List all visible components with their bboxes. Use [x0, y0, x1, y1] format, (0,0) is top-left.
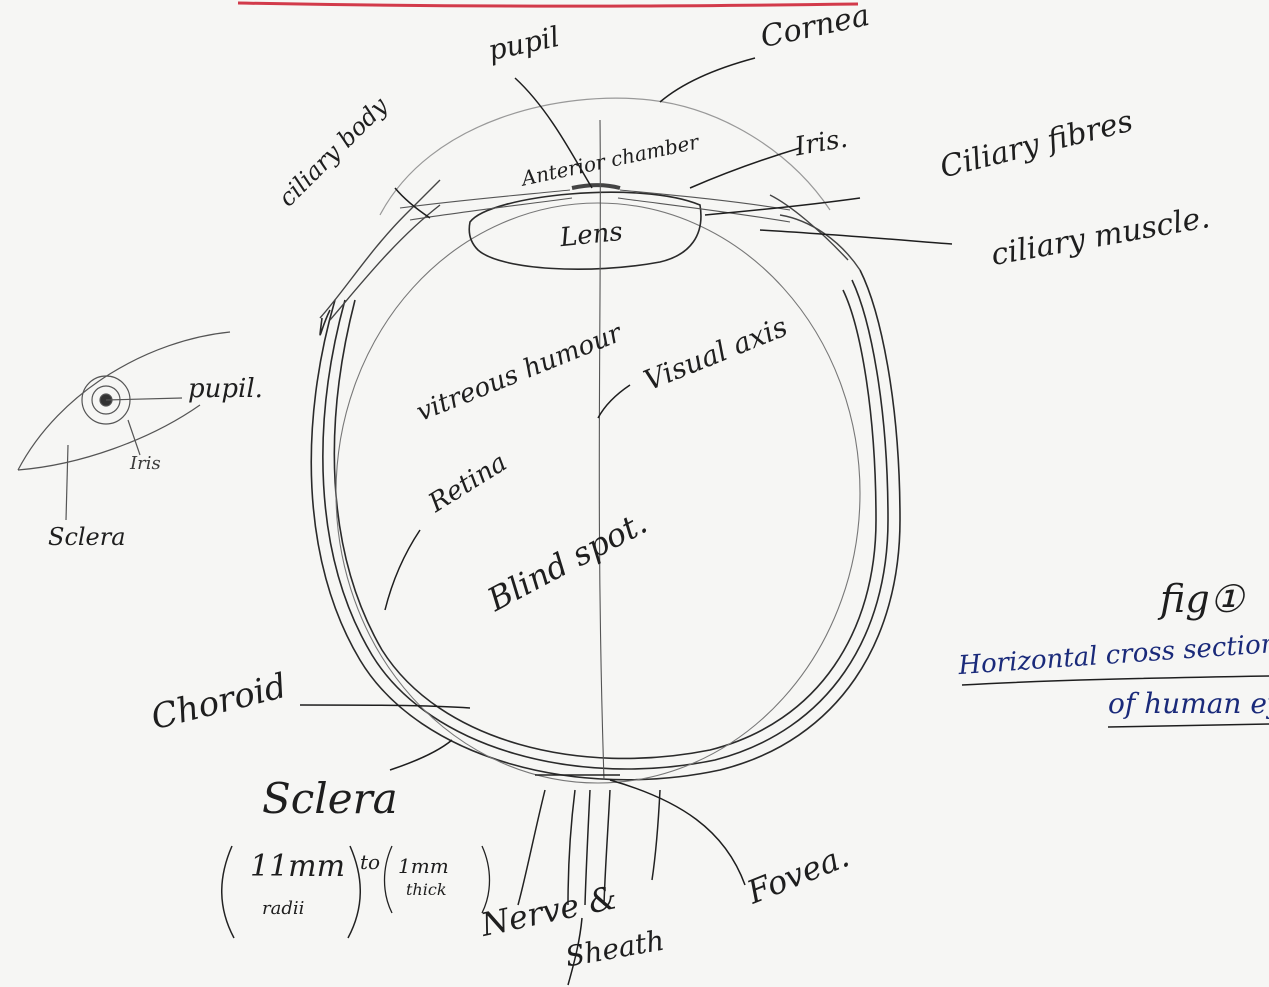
leader-visual-axis	[598, 385, 630, 418]
leader-ciliary-body	[395, 188, 430, 218]
leader-retina	[385, 530, 420, 610]
front-view-eye	[18, 332, 230, 520]
leader-cornea	[660, 58, 755, 102]
leader-ciliary-muscle	[760, 230, 952, 244]
label-pupil-small: pupil.	[188, 376, 263, 402]
label-iris-small: Iris	[130, 455, 161, 473]
label-fig-number: fig①	[1160, 580, 1244, 618]
caption-underline-2	[1108, 724, 1269, 727]
sclera-dimensions: 11mm radii to 1mm thick	[220, 838, 520, 948]
leader-choroid	[300, 705, 470, 708]
leader-iris	[690, 148, 800, 188]
label-lens: Lens	[559, 219, 624, 251]
sclera-dimension-brackets	[220, 838, 520, 948]
label-caption-2: of human eye	[1108, 690, 1269, 718]
pupil-gap	[572, 185, 620, 188]
leader-ciliary-fibres	[705, 198, 860, 215]
leader-sclera	[390, 740, 452, 770]
label-sclera-small: Sclera	[48, 525, 126, 549]
title-underline	[238, 3, 858, 6]
iris-lines	[400, 190, 790, 222]
vitreous-chamber	[336, 203, 860, 783]
label-sclera: Sclera	[262, 778, 398, 820]
leader-fovea	[610, 780, 745, 885]
